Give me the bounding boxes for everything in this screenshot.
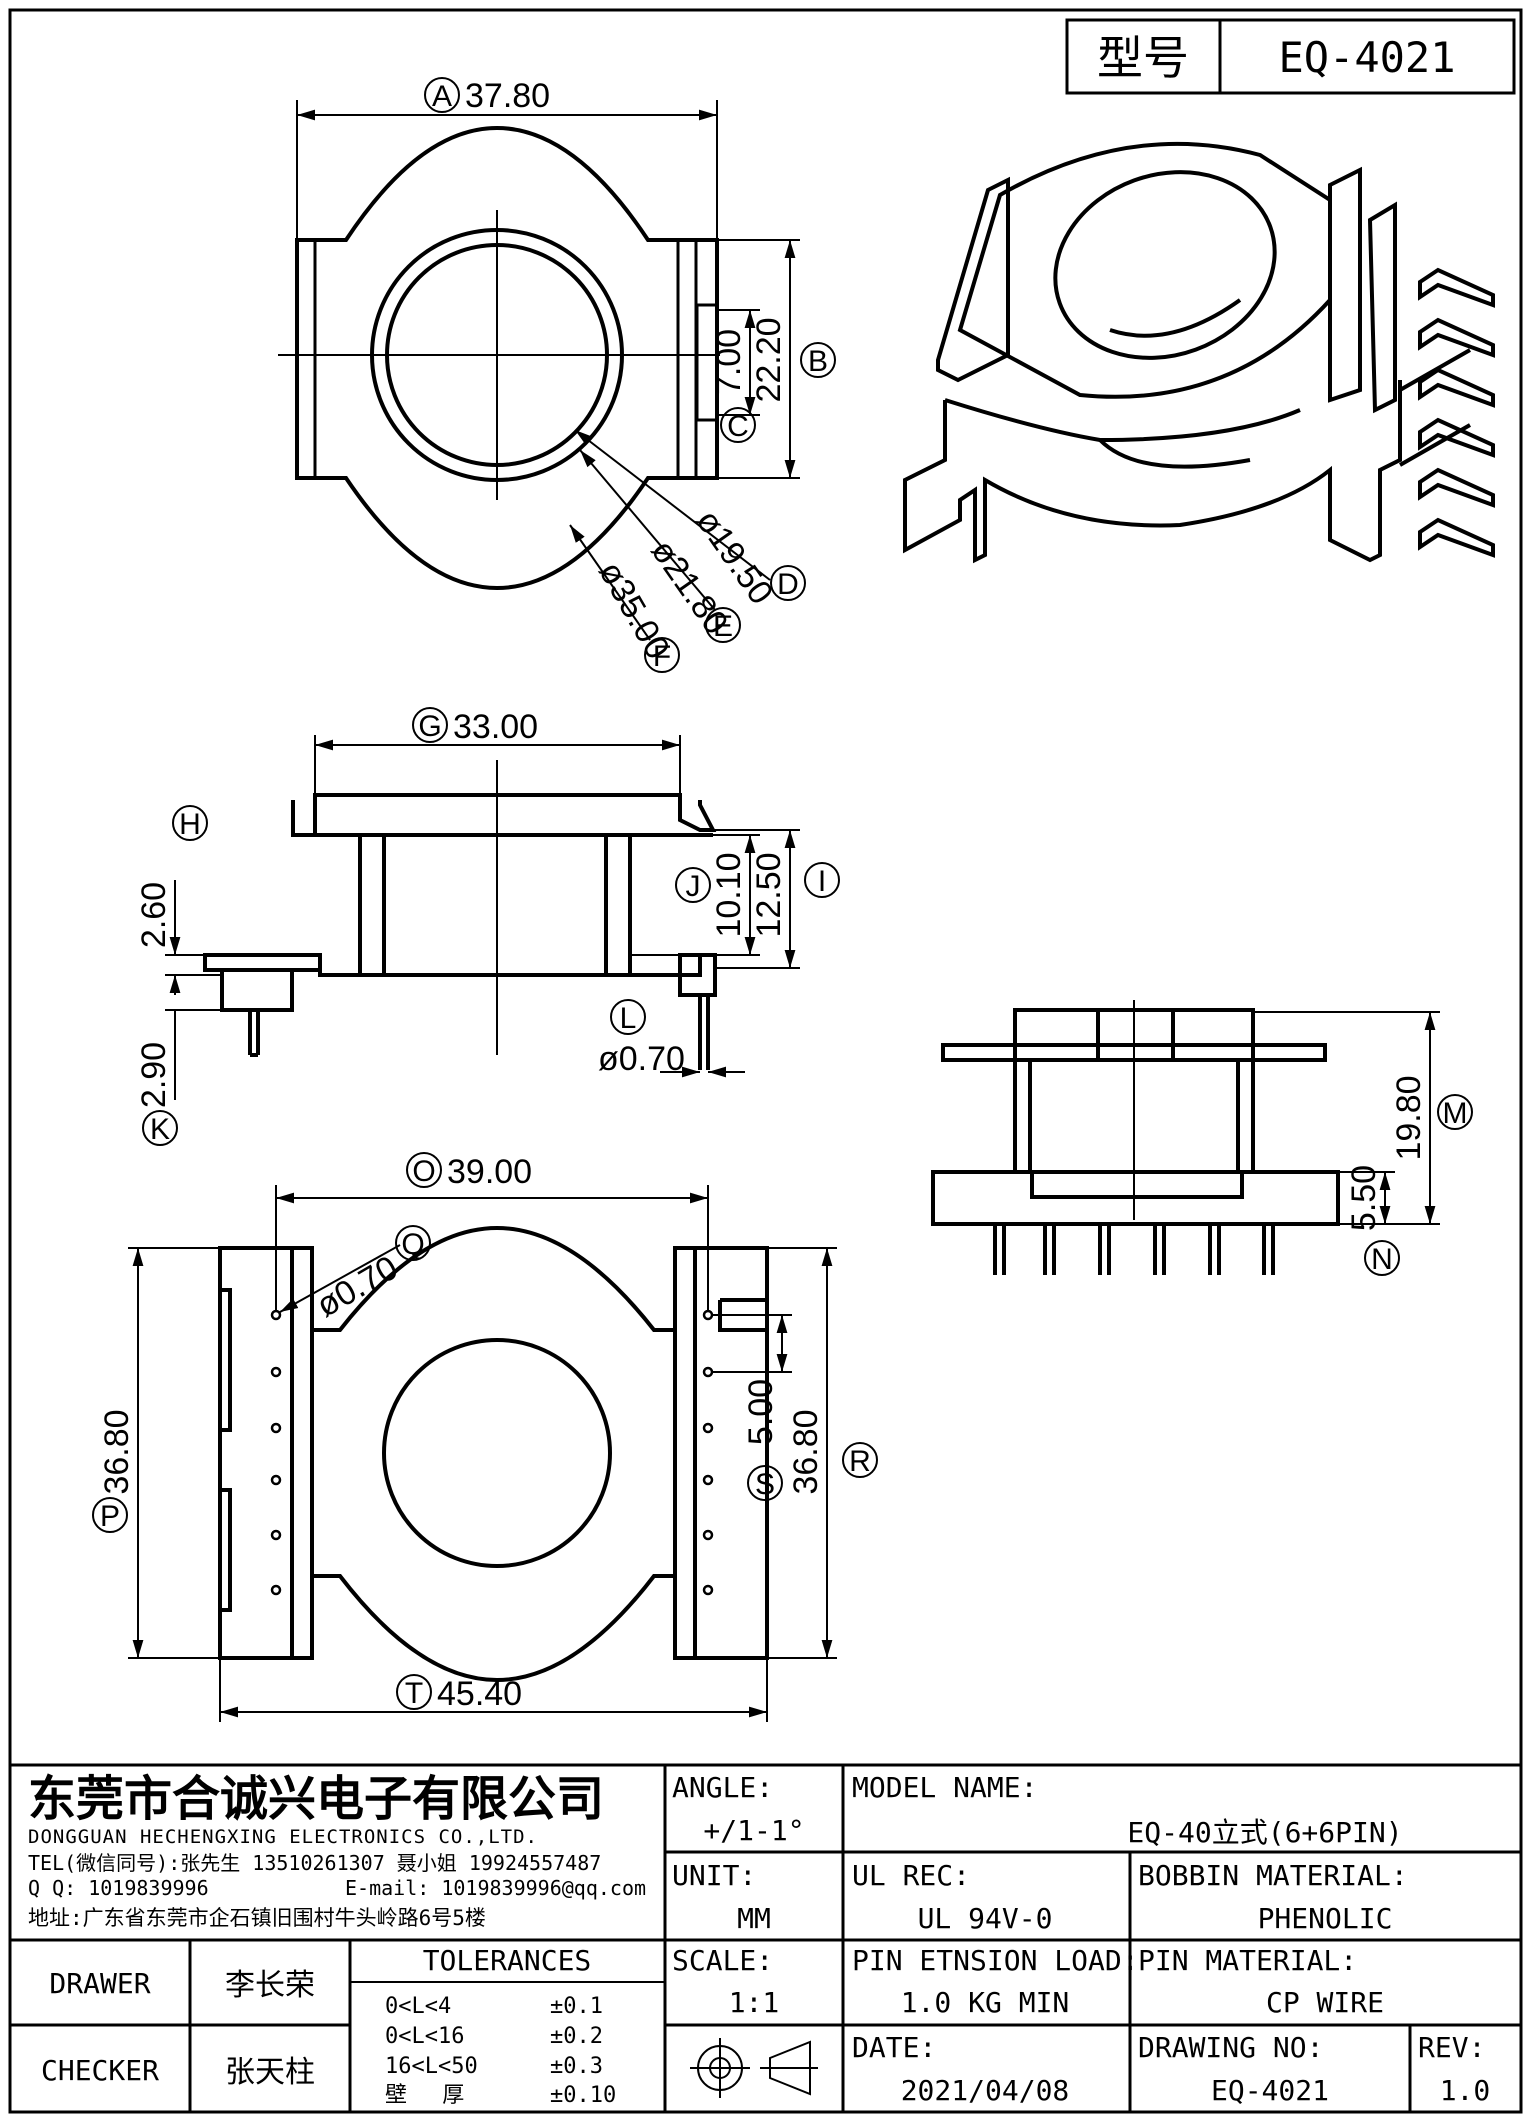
- company-address: 地址:广东省东莞市企石镇旧围村牛头岭路6号5楼: [28, 1906, 486, 1930]
- type-label: 型号: [1097, 31, 1189, 85]
- drawer-value: 李长荣: [225, 1968, 315, 2003]
- dim-A-letter: A: [432, 80, 452, 113]
- dim-E-letter: E: [713, 610, 733, 643]
- dim-N-value: 5.50: [1345, 1165, 1383, 1231]
- bobbin-label: BOBBIN MATERIAL:: [1138, 1859, 1408, 1892]
- dim-L-letter: L: [620, 1002, 637, 1035]
- company-tel: TEL(微信同号):张先生 13510261307 聂小姐 1992455748…: [28, 1851, 601, 1875]
- projection-symbol: [690, 2038, 818, 2098]
- rev-value: 1.0: [1440, 2074, 1491, 2107]
- ul-label: UL REC:: [852, 1859, 970, 1892]
- pin-material-value: CP WIRE: [1266, 1986, 1384, 2019]
- pin-material-label: PIN MATERIAL:: [1138, 1944, 1357, 1977]
- tol-range-2: 16<L<50: [385, 2054, 478, 2079]
- bottom-view: O 39.00 ø0.70 Q 36.80 P 5.00 S 36.80 R T: [92, 1152, 878, 1722]
- header-box: 型号 EQ-4021: [1065, 18, 1516, 95]
- dim-H-value: 2.60: [135, 882, 173, 948]
- dim-D-letter: D: [777, 568, 799, 601]
- dim-I-value: 12.50: [750, 852, 788, 937]
- dim-H-letter: H: [179, 808, 201, 841]
- top-view: A 37.80 22.20 B 7.00 C ø19.50 ø21.80 ø35…: [278, 77, 836, 673]
- dim-O-letter: O: [412, 1155, 435, 1188]
- company-name-en: DONGGUAN HECHENGXING ELECTRONICS CO.,LTD…: [28, 1826, 538, 1848]
- dim-Q-letter: Q: [401, 1228, 424, 1261]
- company-name-cn: 东莞市合诚兴电子有限公司: [28, 1771, 604, 1827]
- dim-S-letter: S: [755, 1468, 775, 1501]
- dim-A-value: 37.80: [465, 77, 550, 115]
- scale-label: SCALE:: [672, 1944, 773, 1977]
- dim-G-letter: G: [418, 710, 441, 743]
- pin-load-label: PIN ETNSION LOAD:: [852, 1944, 1139, 1977]
- angle-value: +/1-1°: [703, 1814, 804, 1847]
- dim-R-letter: R: [849, 1445, 871, 1478]
- tol-range-3: 壁 厚: [385, 2083, 464, 2108]
- checker-value: 张天柱: [225, 2055, 315, 2090]
- dim-R-value: 36.80: [787, 1409, 825, 1494]
- dim-L-value: ø0.70: [598, 1040, 685, 1078]
- company-email: E-mail: 1019839996@qq.com: [345, 1876, 646, 1900]
- tol-range-1: 0<L<16: [385, 2024, 464, 2049]
- tol-range-0: 0<L<4: [385, 1994, 451, 2019]
- dim-B-value: 22.20: [750, 317, 788, 402]
- drawing-no-value: EQ-4021: [1211, 2074, 1329, 2107]
- dim-G-value: 33.00: [453, 708, 538, 746]
- pin-load-value: 1.0 KG MIN: [901, 1986, 1070, 2019]
- model-name-value: EQ-40立式(6+6PIN): [1127, 1816, 1402, 1849]
- dim-K-letter: K: [150, 1113, 170, 1146]
- sheet-border: [8, 8, 1523, 2114]
- side-view: G 33.00 2.60 H 2.90 K 10.10 J 12.50 I ø0…: [135, 707, 840, 1146]
- date-value: 2021/04/08: [901, 2074, 1070, 2107]
- angle-label: ANGLE:: [672, 1771, 773, 1804]
- dim-T-letter: T: [405, 1677, 423, 1710]
- dim-M-value: 19.80: [1390, 1075, 1428, 1160]
- dim-F-letter: F: [653, 640, 671, 673]
- dim-P-letter: P: [100, 1500, 120, 1533]
- dim-O-value: 39.00: [447, 1153, 532, 1191]
- dim-C-value: 7.00: [710, 329, 748, 395]
- tol-value-1: ±0.2: [550, 2024, 603, 2049]
- dim-C-letter: C: [727, 410, 749, 443]
- dim-T-value: 45.40: [437, 1675, 522, 1713]
- header-model: EQ-4021: [1278, 33, 1455, 82]
- dim-I-letter: I: [818, 865, 826, 898]
- isometric-view: [903, 141, 1495, 564]
- scale-value: 1:1: [729, 1986, 780, 2019]
- unit-value: MM: [737, 1902, 771, 1935]
- dim-P-value: 36.80: [98, 1409, 136, 1494]
- rev-label: REV:: [1418, 2031, 1485, 2064]
- unit-label: UNIT:: [672, 1859, 756, 1892]
- dim-M-letter: M: [1443, 1097, 1468, 1130]
- dim-K-value: 2.90: [135, 1042, 173, 1108]
- dim-J-value: 10.10: [710, 852, 748, 937]
- bobbin-value: PHENOLIC: [1258, 1902, 1393, 1935]
- tol-value-0: ±0.1: [550, 1994, 603, 2019]
- checker-label: CHECKER: [41, 2054, 159, 2087]
- tol-value-3: ±0.10: [550, 2083, 616, 2108]
- drawer-label: DRAWER: [49, 1967, 150, 2000]
- dim-N-letter: N: [1371, 1243, 1393, 1276]
- drawing-no-label: DRAWING NO:: [1138, 2031, 1323, 2064]
- company-qq: Q Q: 1019839996: [28, 1876, 209, 1900]
- dim-Q-value: ø0.70: [310, 1249, 404, 1325]
- date-label: DATE:: [852, 2031, 936, 2064]
- dim-S-value: 5.00: [742, 1379, 780, 1445]
- dim-J-letter: J: [686, 870, 701, 903]
- ul-value: UL 94V-0: [918, 1902, 1053, 1935]
- front-view: 19.80 M 5.50 N: [931, 1000, 1473, 1276]
- tol-value-2: ±0.3: [550, 2054, 603, 2079]
- tolerances-label: TOLERANCES: [423, 1944, 592, 1977]
- dim-B-letter: B: [808, 345, 828, 378]
- model-name-label: MODEL NAME:: [852, 1771, 1037, 1804]
- title-block: 东莞市合诚兴电子有限公司 DONGGUAN HECHENGXING ELECTR…: [10, 1763, 1521, 2112]
